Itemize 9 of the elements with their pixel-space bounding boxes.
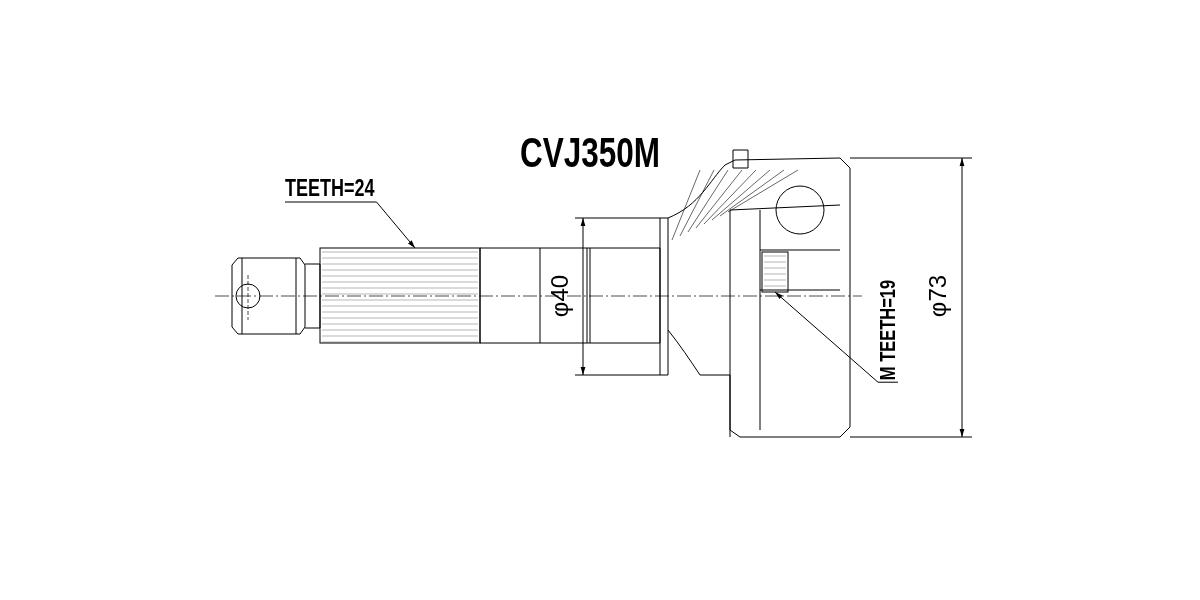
leader-line [774, 291, 899, 383]
part-number-title: CVJ350M [520, 132, 661, 174]
diameter-dimension: φ73 [926, 274, 950, 318]
teeth-count-note: M TEETH=19 [877, 279, 899, 381]
diameter-dimension: φ40 [548, 274, 572, 318]
spline-section [319, 247, 481, 344]
teeth-count-note: TEETH=24 [285, 176, 375, 200]
spline-section [761, 251, 789, 293]
leader-line [284, 201, 416, 249]
